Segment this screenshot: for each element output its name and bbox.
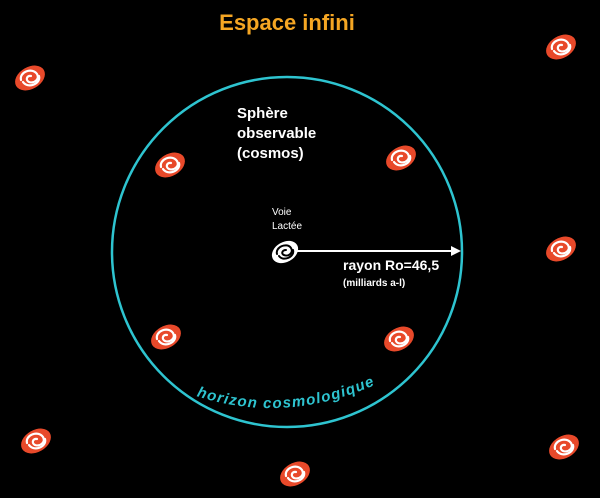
galaxy-icon: [380, 139, 422, 177]
diagram-title: Espace infini: [219, 10, 355, 35]
galaxy-icon: [274, 455, 316, 493]
galaxy-icon: [149, 146, 191, 184]
galaxy-icon: [9, 59, 51, 97]
sphere-label-line1: Sphère: [237, 105, 288, 122]
galaxy-icon: [540, 230, 582, 268]
sphere-label-line2: observable: [237, 125, 316, 142]
horizon-label-text: horizon cosmologique: [195, 373, 376, 412]
milky-way-label-line1: Voie: [272, 207, 292, 218]
galaxy-icon: [145, 318, 187, 356]
radius-label: rayon Ro=46,5: [343, 257, 439, 273]
galaxy-icon: [540, 28, 582, 66]
horizon-label: horizon cosmologique: [195, 373, 377, 412]
galaxy-icon: [15, 422, 57, 460]
galaxy-icon: [378, 320, 420, 358]
milky-way-galaxy-icon: [266, 235, 304, 269]
observable-sphere-circle: [110, 75, 464, 429]
milky-way-label-line2: Lactée: [272, 221, 302, 232]
galaxy-icon: [543, 428, 585, 466]
radius-units-label: (milliards a-l): [343, 278, 405, 289]
sphere-label-line3: (cosmos): [237, 145, 304, 162]
